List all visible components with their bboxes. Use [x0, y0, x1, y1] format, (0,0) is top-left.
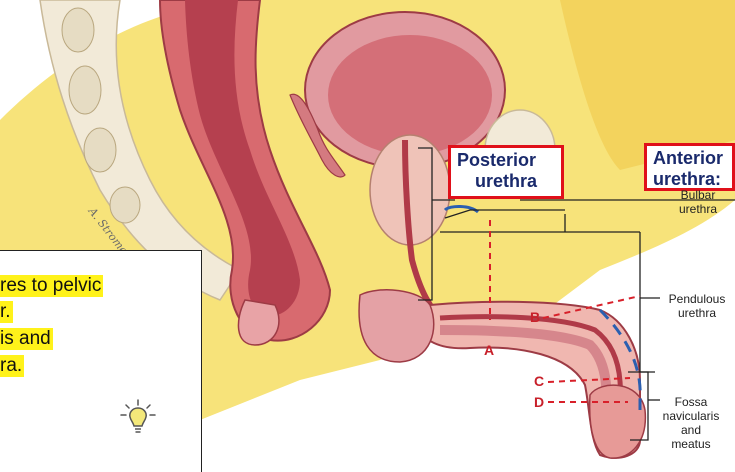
bulbar-label-line-1: Bulbar: [668, 188, 728, 202]
section-letter-b: B: [530, 309, 540, 325]
note-line-2: r.: [0, 301, 13, 323]
section-letter-c: C: [534, 373, 544, 389]
pendulous-urethra-label: Pendulous urethra: [662, 292, 732, 320]
section-letter-a: A: [484, 342, 494, 358]
pendulous-label-line-2: urethra: [662, 306, 732, 320]
section-letter-d: D: [534, 394, 544, 410]
fossa-navicularis-label: Fossa navicularis and meatus: [652, 395, 730, 451]
posterior-callout-line-1: Posterior: [457, 150, 555, 171]
posterior-urethra-callout: Posterior urethra: [448, 145, 564, 199]
note-panel: res to pelvic r. is and ra.: [0, 250, 202, 472]
lightbulb-icon: [118, 398, 158, 438]
anterior-urethra-callout: Anterior urethra:: [644, 143, 735, 191]
bulbar-urethra-label: Bulbar urethra: [668, 188, 728, 216]
posterior-callout-line-2: urethra: [457, 171, 555, 192]
note-line-4: ra.: [0, 355, 24, 377]
anterior-callout-line-2: urethra:: [653, 169, 726, 190]
fossa-label-line-1: Fossa: [652, 395, 730, 409]
pendulous-label-line-1: Pendulous: [662, 292, 732, 306]
note-line-1: res to pelvic: [0, 275, 103, 297]
note-line-3: is and: [0, 328, 53, 350]
bulbar-label-line-2: urethra: [668, 202, 728, 216]
anterior-callout-line-1: Anterior: [653, 148, 726, 169]
fossa-label-line-2: navicularis: [652, 409, 730, 423]
fossa-label-line-4: meatus: [652, 437, 730, 451]
fossa-label-line-3: and: [652, 423, 730, 437]
